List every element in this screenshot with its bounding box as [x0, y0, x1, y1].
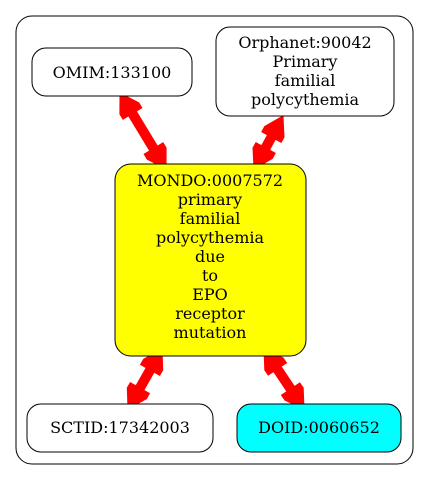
node-mondo[interactable]: MONDO:0007572 primary familial polycythe…: [114, 163, 307, 357]
cluster-border: [15, 15, 414, 465]
node-doid-box: [236, 403, 402, 453]
edge-mondo-doid-head-end: [280, 382, 305, 410]
node-sctid[interactable]: SCTID:17342003: [26, 403, 214, 453]
node-omim-label: OMIM:133100: [53, 63, 172, 82]
node-mondo-line-8: receptor: [175, 304, 245, 323]
node-doid-label: DOID:0060652: [258, 418, 380, 437]
edge-orphanet-mondo-head-end: [252, 142, 276, 170]
node-doid[interactable]: DOID:0060652: [236, 403, 402, 453]
node-mondo-line-1: MONDO:0007572: [137, 171, 283, 190]
node-mondo-line-4: polycythemia: [156, 228, 265, 247]
node-orphanet-line-3: familial: [275, 71, 336, 90]
edge-omim-mondo-head-start: [119, 92, 143, 120]
node-omim[interactable]: OMIM:133100: [31, 47, 193, 97]
node-mondo-line-6: to: [202, 266, 218, 285]
node-mondo-line-7: EPO: [192, 285, 228, 304]
node-orphanet-line-1: Orphanet:90042: [238, 33, 371, 52]
node-mondo-line-9: mutation: [174, 323, 247, 342]
node-orphanet-line-2: Primary: [273, 52, 338, 71]
edge-mondo-sctid: [126, 348, 164, 410]
node-orphanet-box: [215, 26, 395, 117]
node-mondo-line-2: primary: [178, 190, 242, 209]
node-mondo-line-5: due: [195, 247, 225, 266]
node-mondo-line-3: familial: [180, 209, 241, 228]
edge-orphanet-mondo: [252, 115, 285, 170]
node-omim-box: [31, 47, 193, 97]
node-orphanet[interactable]: Orphanet:90042 Primary familial polycyth…: [215, 26, 395, 117]
node-sctid-label: SCTID:17342003: [50, 418, 190, 437]
edge-omim-mondo-head-end: [143, 142, 167, 170]
edge-mondo-sctid-head-end: [126, 382, 151, 410]
edge-mondo-doid: [263, 348, 305, 410]
edge-orphanet-mondo-head-start: [261, 115, 285, 143]
node-orphanet-line-4: polycythemia: [251, 90, 360, 109]
edge-omim-mondo: [119, 92, 167, 170]
node-mondo-box: [114, 163, 307, 357]
node-sctid-box: [26, 403, 214, 453]
